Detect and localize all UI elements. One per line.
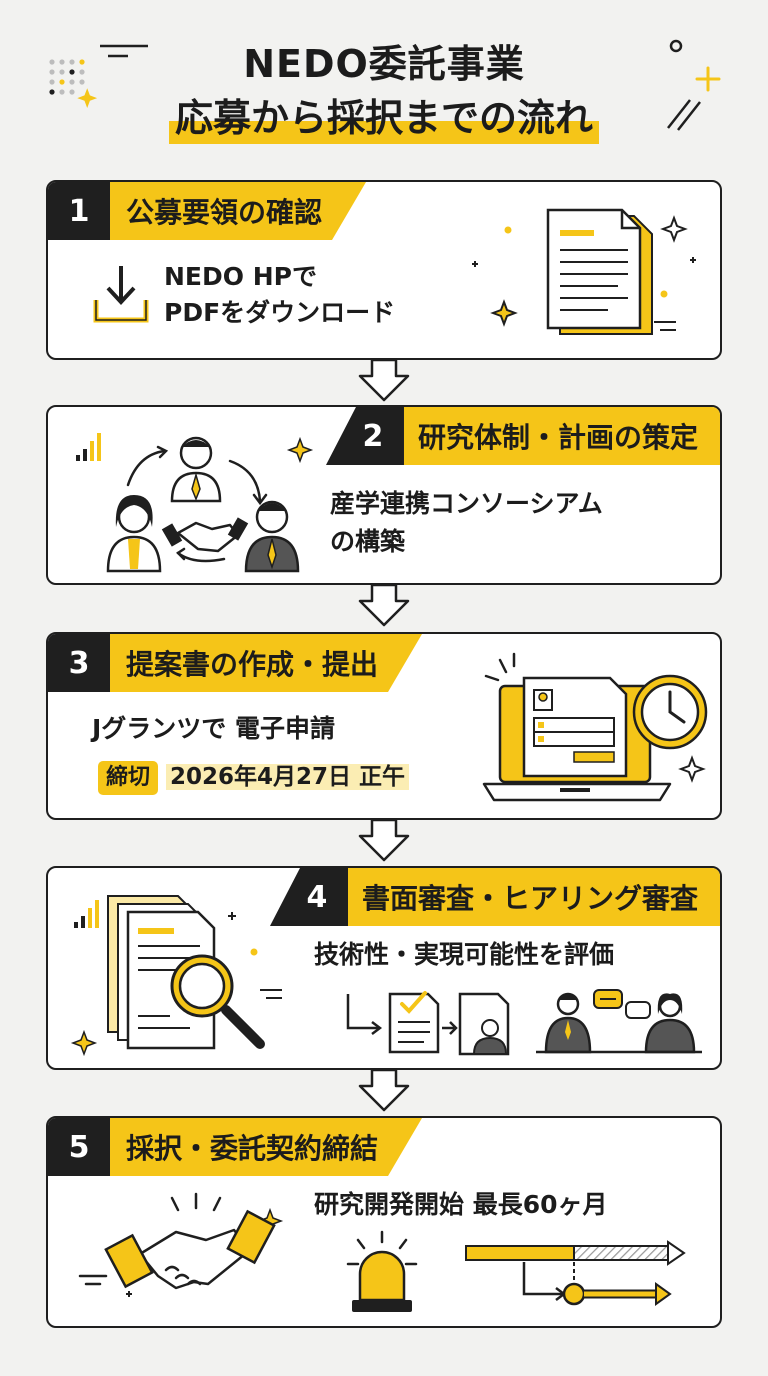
step-number-3: 3 [48, 634, 110, 692]
step1-line1: NEDO HPで [164, 262, 317, 291]
step-number-5: 5 [48, 1118, 110, 1176]
step-number-1: 1 [48, 182, 110, 240]
flow-arrow-icon [358, 583, 410, 627]
step1-line2: PDFをダウンロード [164, 298, 396, 327]
document-icon [472, 208, 696, 335]
step5-line1: 研究開発開始 最長60ヶ月 [314, 1190, 608, 1219]
magnifier-document-icon [70, 895, 282, 1057]
step-label-1: 公募要領の確認 [110, 182, 366, 240]
step2-line2: の構築 [330, 527, 406, 556]
step-label-4: 書面審査・ヒアリング審査 [347, 868, 720, 926]
step-card-1: 1 公募要領の確認 NEDO HPで PDFをダウンロード [46, 180, 722, 360]
title-line1: NEDO委託事業 [243, 42, 525, 86]
flow-arrow-icon [358, 1068, 410, 1112]
step-card-5: 5 採択・委託契約締結 研究開発開始 最長60ヶ月 [46, 1116, 722, 1328]
alarm-light-icon [346, 1230, 418, 1312]
step-label-2: 研究体制・計画の策定 [403, 407, 720, 465]
step-header-5: 5 採択・委託契約締結 [48, 1118, 422, 1176]
step-header-2: 2 研究体制・計画の策定 [325, 407, 720, 465]
step-header-1: 1 公募要領の確認 [48, 182, 366, 240]
laptop-form-icon [482, 652, 708, 802]
step-number-2: 2 [325, 407, 404, 465]
step-label-5: 採択・委託契約締結 [110, 1118, 422, 1176]
deadline-row: 締切 2026年4月27日 正午 [98, 760, 410, 795]
deadline-date: 2026年4月27日 正午 [166, 764, 410, 790]
step-card-2: 2 研究体制・計画の策定 産学連 [46, 405, 722, 585]
handshake-icon [78, 1192, 284, 1297]
step-card-4: 4 書面審査・ヒアリング審査 技術性・実現可能性を評価 [46, 866, 722, 1070]
dots-decoration-icon [49, 44, 148, 108]
team-handshake-icon [76, 433, 314, 573]
step-label-3: 提案書の作成・提出 [110, 634, 422, 692]
step-header-4: 4 書面審査・ヒアリング審査 [269, 868, 720, 926]
step2-line1: 産学連携コンソーシアム [330, 489, 603, 518]
step-header-3: 3 提案書の作成・提出 [48, 634, 422, 692]
deadline-tag: 締切 [98, 761, 159, 795]
sparkle-decoration-icon [667, 39, 721, 131]
flow-arrow-icon [358, 358, 410, 402]
page-title: NEDO委託事業 応募から採択までの流れ [0, 38, 768, 144]
review-flow-icon [346, 989, 702, 1056]
step3-line1: Jグランツで 電子申請 [92, 714, 336, 743]
download-icon [93, 266, 149, 323]
title-line2: 応募から採択までの流れ [168, 92, 599, 144]
step-card-3: 3 提案書の作成・提出 Jグランツで 電子申請 締切 2026年4月27日 正午 [46, 632, 722, 820]
step4-line1: 技術性・実現可能性を評価 [314, 940, 615, 969]
timeline-arrow-icon [465, 1240, 686, 1306]
flow-arrow-icon [358, 818, 410, 862]
